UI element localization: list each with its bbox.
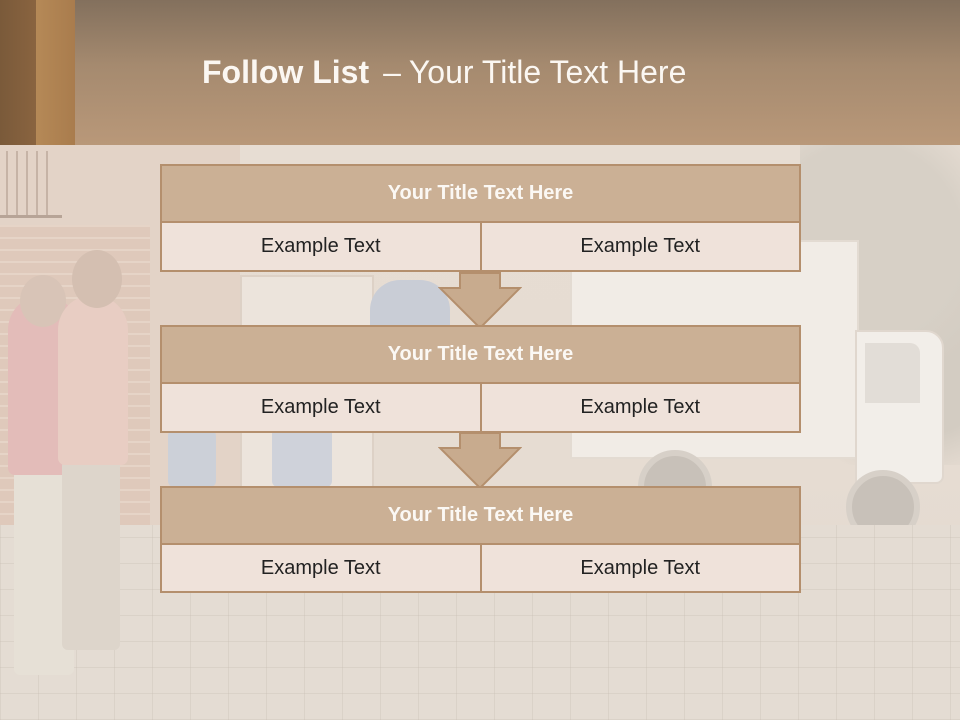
list-block-1: Your Title Text Here Example Text Exampl… [160, 164, 801, 272]
block-title: Your Title Text Here [162, 327, 799, 384]
down-arrow-icon [438, 272, 522, 330]
mover-figure-2 [272, 425, 332, 487]
title-rest: Your Title Text Here [408, 54, 687, 90]
woman-head [20, 275, 66, 327]
block-cell-left: Example Text [162, 545, 480, 591]
title-separator: – [383, 54, 401, 90]
man-figure [58, 295, 128, 465]
truck-window [865, 343, 920, 403]
header-accent-tab [0, 0, 75, 145]
block-cell-right: Example Text [479, 545, 799, 591]
block-cell-right: Example Text [479, 223, 799, 270]
man-head [72, 250, 122, 308]
mover-figure-3 [168, 430, 216, 487]
man-figure-legs [62, 460, 120, 650]
block-title: Your Title Text Here [162, 166, 799, 223]
list-block-2: Your Title Text Here Example Text Exampl… [160, 325, 801, 433]
block-row: Example Text Example Text [162, 545, 799, 591]
block-row: Example Text Example Text [162, 384, 799, 431]
block-cell-left: Example Text [162, 384, 480, 431]
balcony-railing [0, 145, 62, 218]
title-bold: Follow List [202, 54, 370, 90]
block-title: Your Title Text Here [162, 488, 799, 545]
slide-title: Follow List–Your Title Text Here [202, 54, 686, 91]
block-row: Example Text Example Text [162, 223, 799, 270]
block-cell-right: Example Text [479, 384, 799, 431]
header-band: Follow List–Your Title Text Here [0, 0, 960, 145]
down-arrow-icon [438, 432, 522, 490]
block-cell-left: Example Text [162, 223, 480, 270]
list-block-3: Your Title Text Here Example Text Exampl… [160, 486, 801, 593]
